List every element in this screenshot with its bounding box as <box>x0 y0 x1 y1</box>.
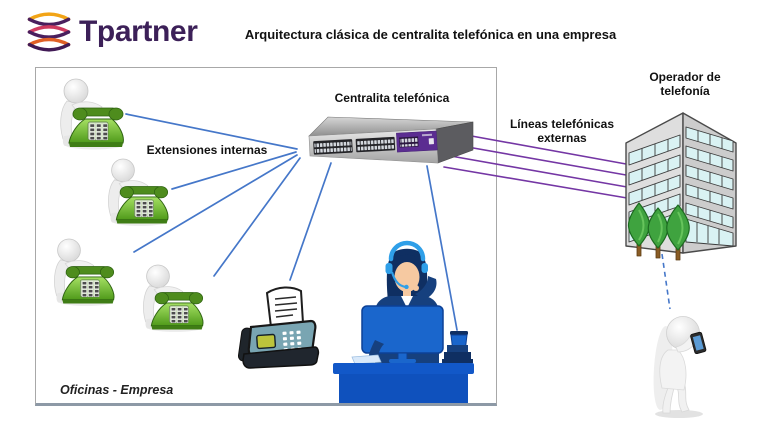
external-trunk-lines <box>443 130 628 199</box>
pbx-switch-illustration <box>308 116 474 164</box>
office-box <box>35 67 497 406</box>
mobile-wireless-line <box>661 253 671 310</box>
phone-extension-1 <box>60 78 124 150</box>
tpartner-logo-icon <box>27 12 71 52</box>
label-telephony-operator: Operador de telefonía <box>649 70 721 99</box>
slide-title: Arquitectura clásica de centralita telef… <box>244 27 617 42</box>
label-external-lines: Líneas telefónicas externas <box>509 117 615 146</box>
mobile-user-illustration <box>653 316 707 418</box>
tpartner-logo: Tpartner <box>26 10 198 54</box>
label-internal-extensions: Extensiones internas <box>146 143 268 157</box>
trees <box>627 202 690 261</box>
phone-extension-3 <box>53 238 115 307</box>
phone-extension-4 <box>142 264 204 333</box>
label-pbx: Centralita telefónica <box>334 91 450 105</box>
label-office-empresa: Oficinas - Empresa <box>60 383 174 397</box>
internal-extension-lines <box>125 113 458 331</box>
phone-extension-2 <box>107 158 169 227</box>
operator-building-illustration <box>625 112 737 261</box>
tpartner-logo-text: Tpartner <box>79 15 198 48</box>
receptionist-illustration <box>333 240 474 403</box>
fax-machine-illustration <box>237 286 320 369</box>
